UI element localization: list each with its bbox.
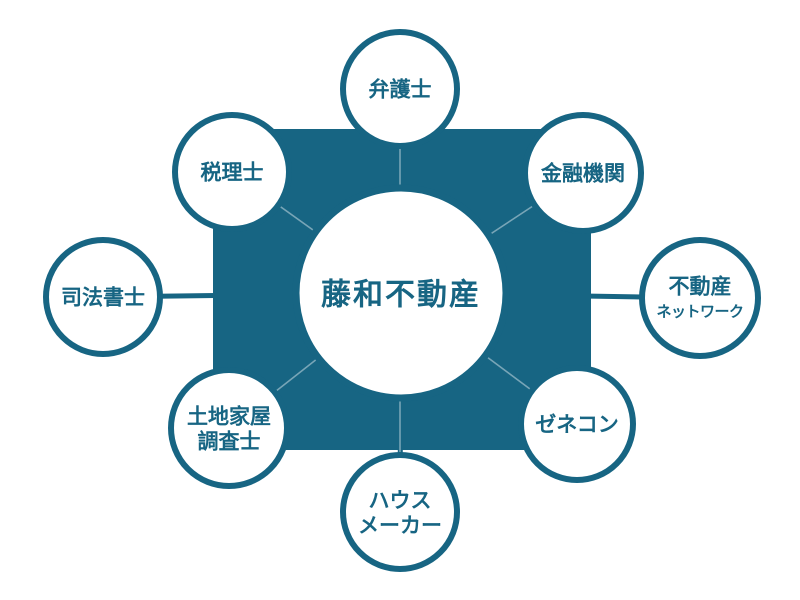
node-judicial-scrivener: 司法書士 — [43, 237, 163, 357]
node-financial-institution-label: 金融機関 — [540, 162, 625, 186]
node-land-house-surveyor-label-line2: 調査士 — [198, 430, 261, 454]
node-tax-accountant-label: 税理士 — [201, 161, 264, 185]
node-land-house-surveyor: 土地家屋 調査士 — [168, 367, 290, 489]
node-house-maker: ハウス メーカー — [340, 452, 460, 572]
node-house-maker-label-line2: メーカー — [358, 515, 442, 538]
node-financial-institution: 金融機関 — [522, 112, 644, 234]
node-house-maker-label-line1: ハウス — [369, 490, 432, 513]
node-financial-institution-circle — [522, 112, 644, 234]
node-lawyer-label: 弁護士 — [369, 78, 432, 102]
center-circle — [292, 184, 510, 402]
node-realestate-network: 不動産 ネットワーク — [639, 237, 761, 359]
node-general-contractor: ゼネコン — [518, 365, 636, 483]
node-house-maker-circle — [340, 452, 460, 572]
node-lawyer: 弁護士 — [340, 29, 460, 149]
node-land-house-surveyor-circle — [168, 367, 290, 489]
node-tax-accountant-circle — [172, 112, 292, 232]
node-realestate-network-circle — [639, 237, 761, 359]
node-realestate-network-label-line2: ネットワーク — [656, 304, 743, 321]
node-tax-accountant: 税理士 — [172, 112, 292, 232]
node-judicial-scrivener-label: 司法書士 — [61, 286, 145, 310]
node-judicial-scrivener-circle — [43, 237, 163, 357]
center-label: 藤和不動産 — [321, 279, 481, 312]
node-general-contractor-label: ゼネコン — [535, 413, 619, 437]
node-realestate-network-label-line1: 不動産 — [669, 275, 732, 299]
node-center: 藤和不動産 — [292, 184, 510, 402]
node-general-contractor-circle — [518, 365, 636, 483]
node-land-house-surveyor-label-line1: 土地家屋 — [187, 405, 271, 429]
node-lawyer-circle — [340, 29, 460, 149]
